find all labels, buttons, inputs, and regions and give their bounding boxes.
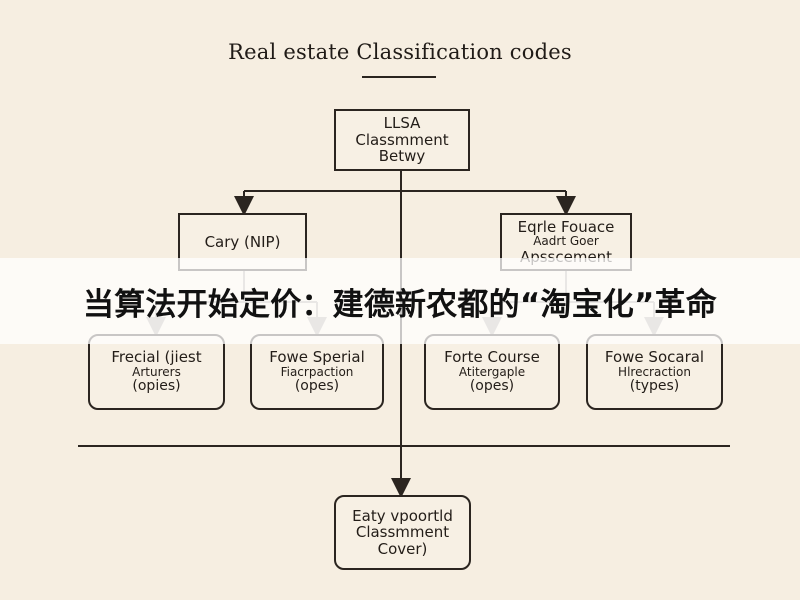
- right-parent-node-line-2: Aadrt Goer: [533, 234, 599, 249]
- root-node: LLSA Classmment Betwy: [334, 109, 470, 171]
- bottom-node-line-1: Eaty vpoortld: [352, 506, 453, 525]
- root-node-line-1: LLSA: [383, 114, 421, 133]
- bottom-node: Eaty vpoortld Classmment Cover): [334, 495, 471, 570]
- diagram-title: Real estate Classification codes: [228, 40, 572, 64]
- root-node-line-2: Classmment: [355, 130, 449, 149]
- child-node-1-line-3: (opies): [132, 378, 181, 395]
- child-node-2-line-3: (opes): [294, 378, 340, 395]
- child-node-2: Fowe Sperial Fiacrpaction (opes): [250, 334, 384, 410]
- child-node-4-line-1: Fowe Socaral: [604, 348, 705, 367]
- child-node-3: Forte Course Atitergaple (opes): [424, 334, 560, 410]
- caption-banner-text: 当算法开始定价：建德新农都的“淘宝化”革命: [83, 286, 717, 323]
- child-node-4-line-2: Hlrecraction: [618, 364, 691, 379]
- child-node-2-line-2: Fiacrpaction: [280, 364, 354, 379]
- left-parent-node-label: Cary (NIP): [204, 232, 281, 251]
- child-node-4-line-3: (types): [629, 378, 680, 395]
- child-node-2-line-1: Fowe Sperial: [269, 348, 365, 367]
- title-underline: [362, 76, 436, 78]
- caption-banner: 当算法开始定价：建德新农都的“淘宝化”革命: [0, 258, 800, 344]
- root-node-line-3: Betwy: [378, 147, 426, 166]
- child-node-1-line-1: Frecial (jiest: [111, 348, 202, 367]
- child-node-3-line-1: Forte Course: [444, 348, 540, 367]
- child-node-3-line-3: (opes): [469, 378, 515, 395]
- bottom-node-line-2: Classmment: [355, 523, 450, 542]
- child-node-4: Fowe Socaral Hlrecraction (types): [586, 334, 723, 410]
- child-node-1: Frecial (jiest Arturers (opies): [88, 334, 225, 410]
- right-parent-node-line-1: Eqrle Fouace: [517, 217, 615, 236]
- child-node-3-line-2: Atitergaple: [458, 364, 526, 379]
- bottom-node-line-3: Cover): [377, 539, 428, 558]
- child-node-1-line-2: Arturers: [132, 364, 181, 379]
